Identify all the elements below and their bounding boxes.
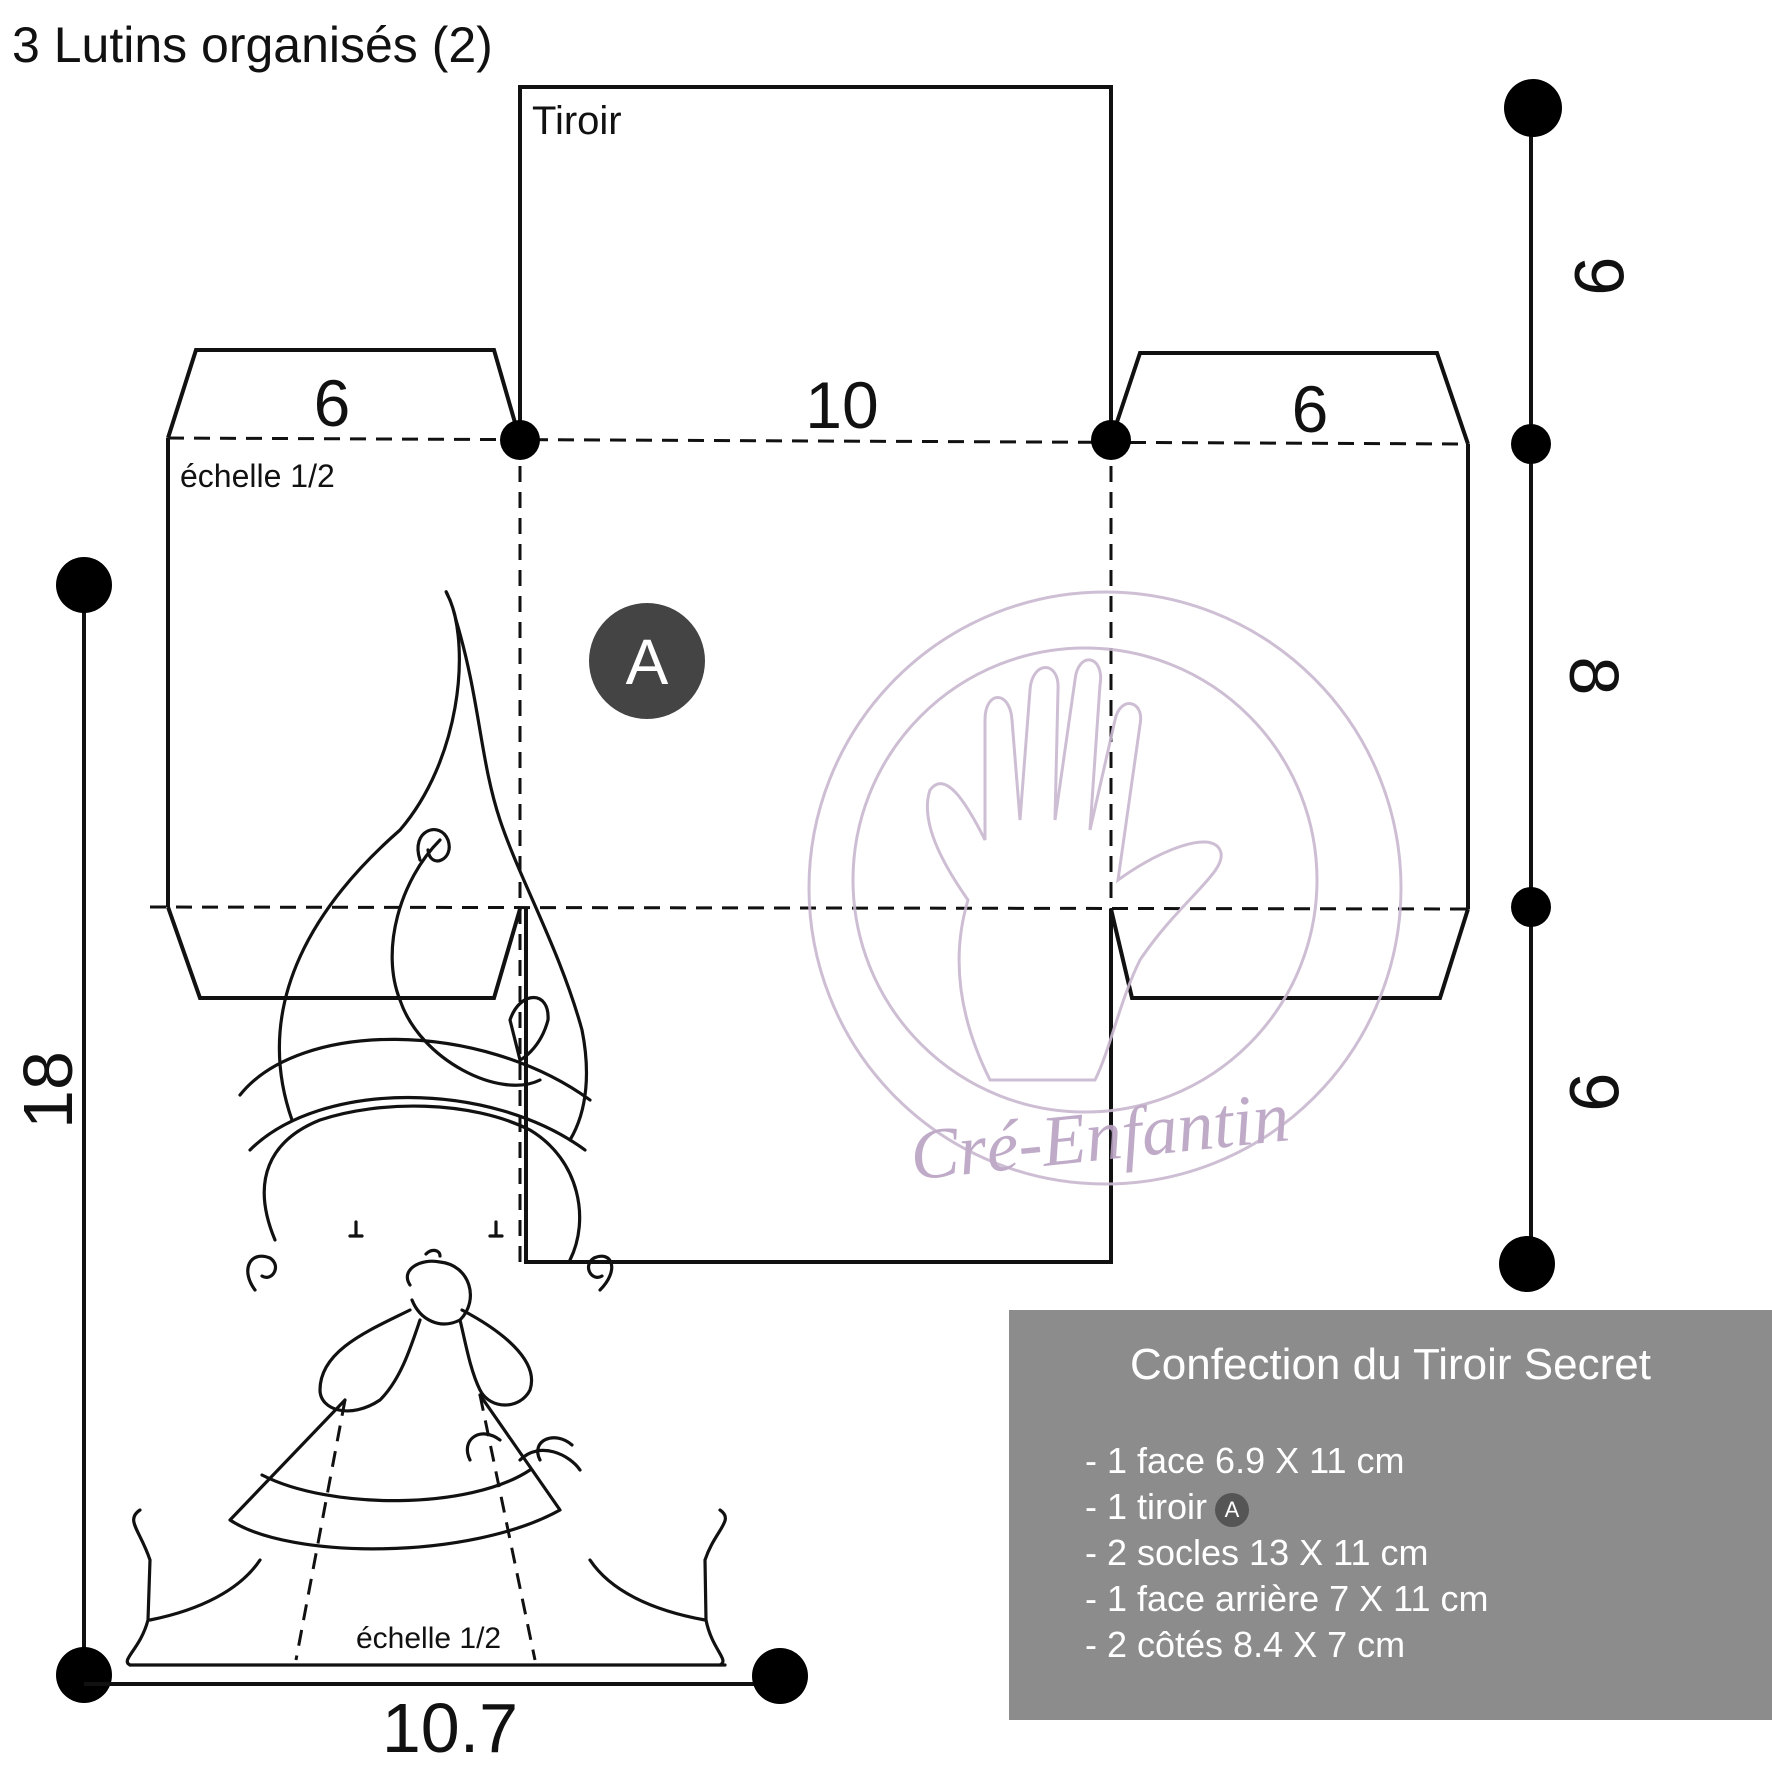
elf-bow — [518, 1436, 582, 1472]
right-flap-dimension: 6 — [1292, 372, 1329, 446]
list-item: - 2 côtés 8.4 X 7 cm — [1085, 1622, 1489, 1668]
elf-hat-swirl — [390, 838, 542, 1087]
watermark-outer-ring — [807, 590, 1403, 1186]
elf-brim-top — [238, 1037, 592, 1102]
corner-dot — [1091, 420, 1131, 460]
drawer-top-panel — [518, 85, 1113, 440]
list-item: - 2 socles 13 X 11 cm — [1085, 1530, 1489, 1576]
drawer-label: Tiroir — [532, 99, 622, 143]
list-item-text: - 2 socles 13 X 11 cm — [1085, 1532, 1429, 1573]
elf-collar-left — [318, 1308, 422, 1413]
right-flap-top — [1109, 351, 1470, 445]
elf-face — [262, 1104, 582, 1262]
elf-hands — [405, 1259, 472, 1326]
end-dot — [1504, 79, 1562, 137]
elf-left-eye — [348, 1220, 364, 1238]
elf-right-hair-curl — [587, 1254, 614, 1292]
list-item: - 1 face 6.9 X 11 cm — [1085, 1438, 1489, 1484]
instructions-panel: Confection du Tiroir Secret - 1 face 6.9… — [1009, 1310, 1772, 1720]
watermark-logo: Cré-Enfantin — [807, 590, 1403, 1196]
list-item-text: - 1 tiroir — [1085, 1486, 1208, 1527]
elf-hat-right — [454, 618, 589, 1142]
left-flap-bottom — [166, 906, 522, 1000]
elf-right-boot — [703, 1508, 727, 1667]
top-fold-line — [167, 436, 1469, 446]
height-label: 18 — [9, 1051, 87, 1129]
dimension-middle-label: 8 — [1555, 657, 1633, 696]
end-dot — [56, 557, 112, 613]
marker-a-badge: A — [1215, 1493, 1250, 1527]
end-dot — [1499, 1236, 1555, 1292]
elf-left-hair-curl — [246, 1254, 277, 1292]
elf-brim-bottom — [248, 1095, 587, 1152]
mid-dot — [1511, 424, 1551, 464]
end-dot — [752, 1648, 808, 1704]
elf-left-boot — [125, 1508, 152, 1667]
list-item: - 1 face arrière 7 X 11 cm — [1085, 1576, 1489, 1622]
elf-collar-right — [458, 1308, 534, 1407]
dimension-top-label: 9 — [1560, 257, 1638, 296]
left-flap-dimension: 6 — [314, 366, 351, 440]
elf-hat-curl — [416, 828, 451, 863]
elf-legs — [148, 1558, 707, 1622]
elf-nose — [424, 1248, 442, 1258]
list-item-text: - 1 face arrière 7 X 11 cm — [1085, 1578, 1489, 1619]
list-item-text: - 1 face 6.9 X 11 cm — [1085, 1440, 1405, 1481]
left-flap-top — [166, 348, 522, 441]
watermark-text: Cré-Enfantin — [906, 1076, 1292, 1195]
watermark-inner-ring — [851, 646, 1319, 1114]
right-dimension-bar: 9 8 9 — [1499, 79, 1638, 1292]
list-item-text: - 2 côtés 8.4 X 7 cm — [1085, 1624, 1406, 1665]
elf-cut-line-left — [294, 1399, 347, 1661]
instructions-title: Confection du Tiroir Secret — [1130, 1340, 1651, 1389]
marker-a-label: A — [626, 626, 669, 698]
drawer-scale-label: échelle 1/2 — [180, 458, 335, 494]
elf-hat-left — [277, 590, 461, 1122]
elf-dimensions: 18 10.7 — [9, 557, 808, 1767]
elf-side-curl — [465, 1432, 502, 1462]
watermark-hand-icon — [925, 658, 1223, 1082]
elf-template: échelle 1/2 — [125, 590, 727, 1667]
drawer-width-dimension: 10 — [805, 368, 878, 442]
dimension-bottom-label: 9 — [1555, 1073, 1633, 1112]
elf-cut-line-right — [478, 1394, 537, 1661]
marker-a-badge — [589, 603, 705, 719]
elf-body-stripe — [260, 1468, 532, 1503]
corner-dot — [500, 420, 540, 460]
elf-right-eye — [488, 1220, 504, 1238]
mid-dot — [1511, 887, 1551, 927]
page-title: 3 Lutins organisés (2) — [12, 17, 493, 73]
elf-body — [228, 1393, 562, 1551]
width-label: 10.7 — [382, 1689, 518, 1767]
elf-hat-heart — [508, 995, 550, 1062]
right-flap-bottom — [1109, 908, 1470, 1000]
elf-scale-label: échelle 1/2 — [356, 1622, 501, 1655]
end-dot — [56, 1647, 112, 1703]
